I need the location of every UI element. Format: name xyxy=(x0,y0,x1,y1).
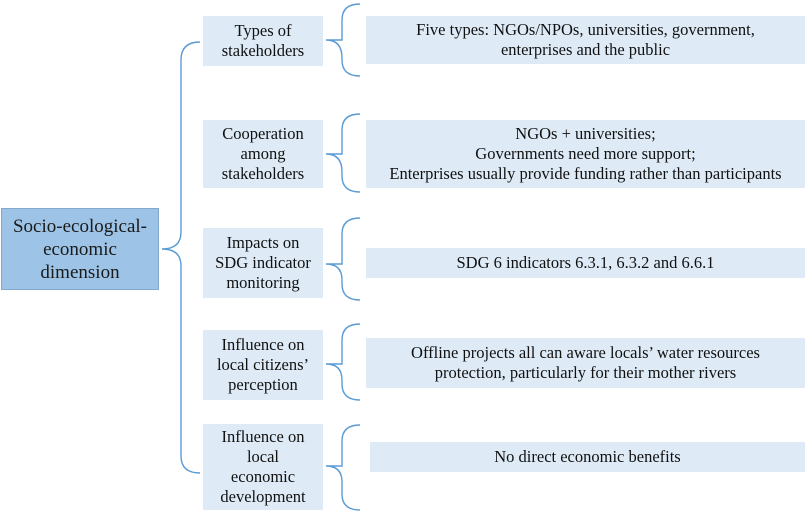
detail-text: NGOs + universities; Governments need mo… xyxy=(389,124,782,183)
category-cooperation: Cooperation among stakeholders xyxy=(203,120,323,188)
sub-bracket-1 xyxy=(325,3,361,77)
detail-cooperation: NGOs + universities; Governments need mo… xyxy=(366,120,805,188)
category-types-of-stakeholders: Types of stakeholders xyxy=(203,16,323,66)
main-bracket xyxy=(161,41,201,474)
category-label: Impacts on SDG indicator monitoring xyxy=(215,233,311,292)
detail-text: Five types: NGOs/NPOs, universities, gov… xyxy=(416,20,755,59)
category-label: Types of stakeholders xyxy=(221,21,305,60)
detail-text: No direct economic benefits xyxy=(494,447,681,466)
detail-economic-development: No direct economic benefits xyxy=(370,442,805,472)
detail-text: SDG 6 indicators 6.3.1, 6.3.2 and 6.6.1 xyxy=(456,253,715,272)
detail-sdg-monitoring: SDG 6 indicators 6.3.1, 6.3.2 and 6.6.1 xyxy=(366,248,805,278)
sub-bracket-3 xyxy=(325,217,361,301)
sub-bracket-5 xyxy=(325,424,361,511)
detail-text: Offline projects all can aware locals’ w… xyxy=(411,343,760,382)
sub-bracket-2 xyxy=(325,113,361,193)
category-label: Cooperation among stakeholders xyxy=(221,124,305,183)
category-citizens-perception: Influence on local citizens’ perception xyxy=(203,330,323,400)
root-node: Socio-ecological- economic dimension xyxy=(1,208,159,290)
sub-bracket-4 xyxy=(325,323,361,401)
root-node-label: Socio-ecological- economic dimension xyxy=(12,215,147,283)
category-economic-development: Influence on local economic development xyxy=(203,424,323,510)
detail-citizens-perception: Offline projects all can aware locals’ w… xyxy=(366,338,805,388)
category-label: Influence on local citizens’ perception xyxy=(216,335,310,394)
detail-types-of-stakeholders: Five types: NGOs/NPOs, universities, gov… xyxy=(366,16,805,64)
category-sdg-monitoring: Impacts on SDG indicator monitoring xyxy=(203,228,323,298)
category-label: Influence on local economic development xyxy=(220,427,306,506)
